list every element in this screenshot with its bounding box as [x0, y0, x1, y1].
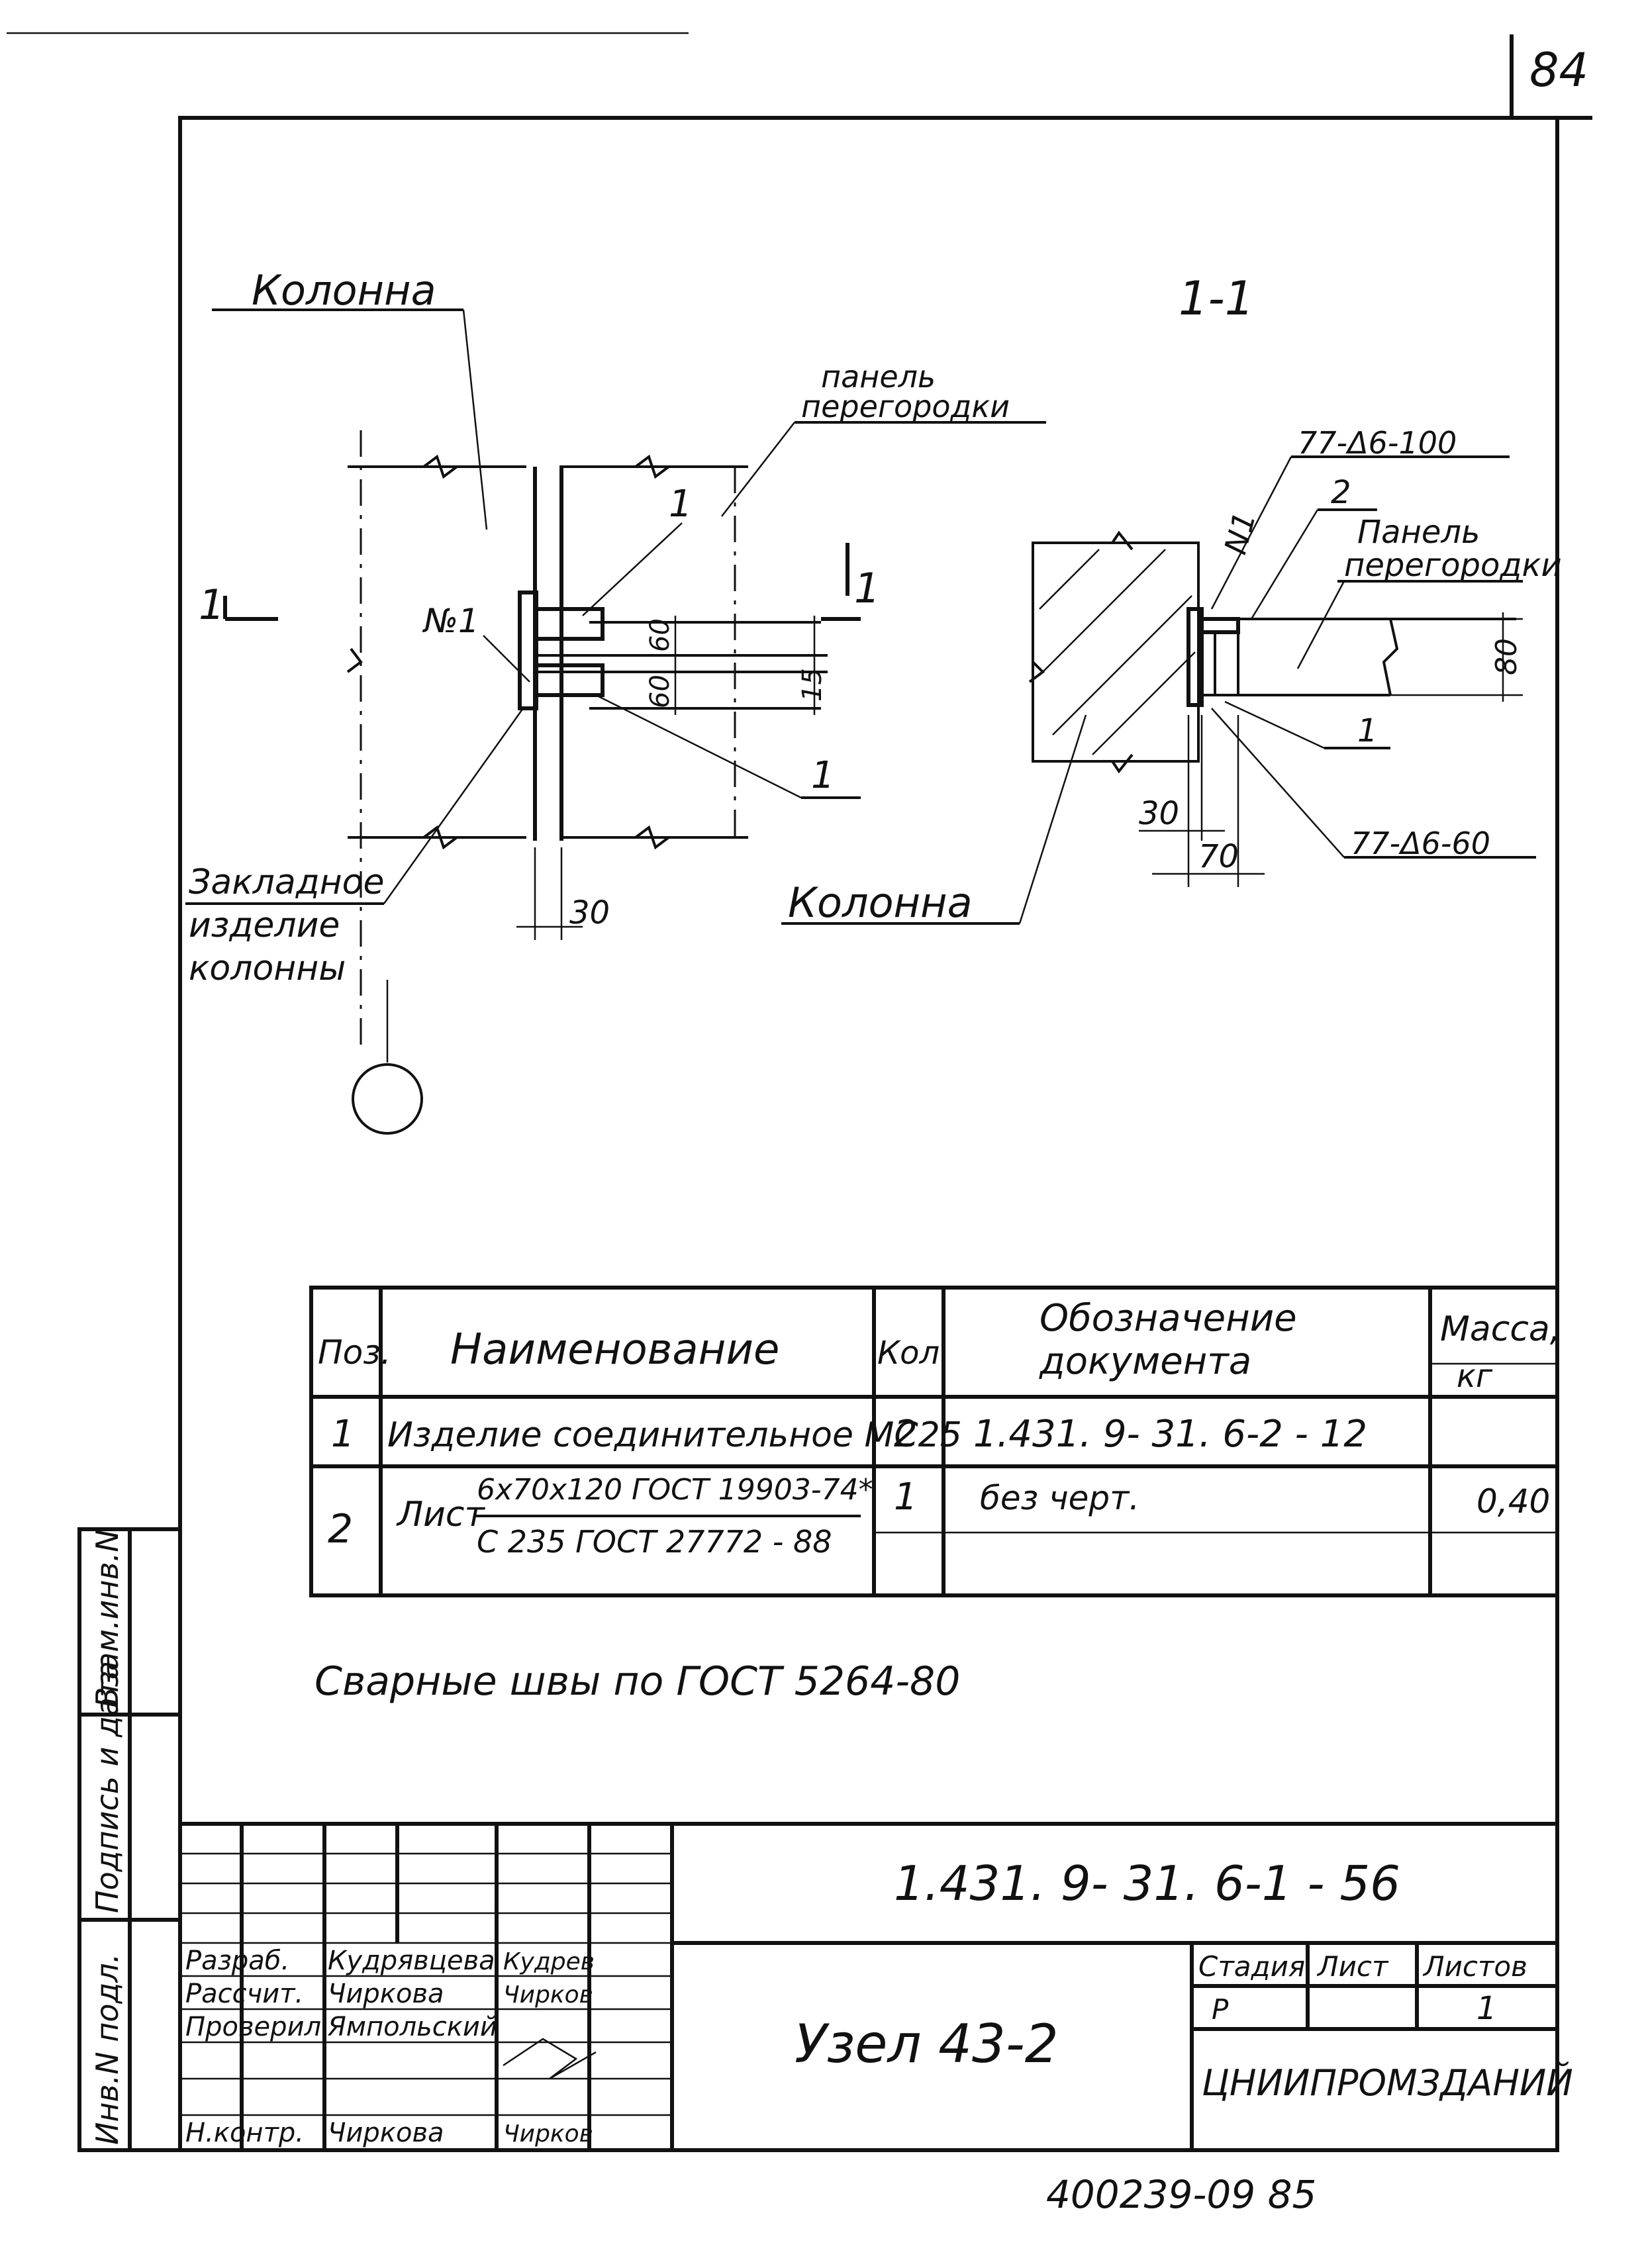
- th-doc-2: документа: [1039, 1340, 1251, 1383]
- row2-name-bottom: С 235 ГОСТ 27772 - 88: [477, 1524, 832, 1560]
- th-mass-2: кг: [1457, 1358, 1493, 1395]
- section-mark-right: 1: [854, 564, 880, 612]
- tb-name-3: Ямпольский: [327, 2012, 497, 2042]
- tb-sheet-header: Лист: [1316, 1950, 1389, 1983]
- row1-pos: 1: [331, 1413, 355, 1456]
- right-section-view: 1-1 80 77-Δ6-100 2 N1 Панель: [781, 271, 1562, 927]
- weld-note: Сварные швы по ГОСТ 5264-80: [314, 1658, 960, 1705]
- tb-name-4: Чиркова: [328, 2118, 444, 2148]
- tb-sheets-value: 1: [1476, 1990, 1497, 2027]
- row2-doc: без черт.: [980, 1479, 1139, 1517]
- right-part-ref-2: 2: [1331, 474, 1351, 511]
- side-stamp: Инв.N подл. Подпись и дата Взам.инв.N: [77, 1527, 182, 2152]
- stamp-inv-no: Инв.N подл.: [89, 1954, 125, 2145]
- left-weld-mark: №1: [422, 602, 479, 640]
- left-panel-label-1: панель: [821, 359, 936, 395]
- reference-circle: [352, 1063, 423, 1135]
- tb-role-3: Проверил: [185, 2012, 321, 2042]
- sheet-frame: [178, 116, 1559, 2152]
- left-dim-60-top: 60: [645, 618, 675, 652]
- row2-name-top: 6х70х120 ГОСТ 19903-74*: [477, 1473, 873, 1507]
- tb-organization: ЦНИИПРОМЗДАНИЙ: [1202, 2062, 1573, 2104]
- tb-sign-4: Чирков: [503, 2120, 593, 2148]
- tb-name-2: Чиркова: [328, 1979, 444, 2009]
- row2-name-prefix: Лист: [396, 1495, 485, 1535]
- tb-stage-header: Стадия: [1198, 1950, 1305, 1983]
- left-dim-60-bottom: 60: [645, 675, 675, 708]
- sheet-number: 84: [1529, 43, 1588, 97]
- left-dim-15: 15: [797, 668, 828, 702]
- stamp-sign-date: Подпись и дата: [89, 1661, 125, 1913]
- tb-sign-1: Кудрев: [503, 1948, 595, 1975]
- specification-table: Поз. Наименование Кол. Обозначение докум…: [309, 1286, 1561, 1597]
- right-weld-top: 77-Δ6-100: [1298, 425, 1457, 461]
- tb-name-1: Кудрявцева: [328, 1946, 495, 1976]
- th-qty: Кол.: [877, 1335, 949, 1372]
- row2-qty: 1: [894, 1476, 918, 1519]
- right-dim-80: 80: [1490, 638, 1523, 675]
- drawing-title: Узел 43-2: [795, 2013, 1059, 2075]
- embedded-label-1: Закладное: [189, 863, 384, 902]
- right-part-ref-1: 1: [1357, 712, 1378, 749]
- document-code: 1.431. 9- 31. 6-1 - 56: [894, 1856, 1400, 1911]
- left-panel-label-2: перегородки: [801, 389, 1010, 424]
- stamp-replaces: Взам.инв.N: [89, 1529, 125, 1708]
- row1-doc: 1.431. 9- 31. 6-2 - 12: [973, 1413, 1367, 1456]
- left-part-ref-top: 1: [669, 483, 693, 526]
- section-mark-left: 1: [199, 581, 224, 629]
- right-dim-70: 70: [1198, 838, 1239, 875]
- right-panel-label-2: перегородки: [1344, 547, 1562, 584]
- tb-role-1: Разраб.: [185, 1946, 289, 1976]
- row1-name: Изделие соединительное МС25: [387, 1415, 962, 1455]
- archive-number: 400239-09 85: [1046, 2172, 1316, 2217]
- row2-mass: 0,40: [1476, 1482, 1550, 1521]
- row2-pos: 2: [328, 1506, 353, 1552]
- embedded-label-2: изделие: [189, 906, 340, 945]
- right-panel-label-1: Панель: [1357, 514, 1480, 551]
- right-column-label: Колонна: [788, 878, 973, 927]
- left-dim-30: 30: [569, 894, 610, 931]
- section-label: 1-1: [1179, 271, 1254, 326]
- signature-mark: [503, 2038, 597, 2080]
- left-section-view: Колонна панель перегородки: [185, 266, 1046, 1135]
- title-block: Разраб. Кудрявцева Кудрев Рассчит. Чирко…: [180, 1822, 1573, 2150]
- th-mass-1: Масса,: [1440, 1309, 1561, 1349]
- tb-sign-2: Чирков: [503, 1981, 593, 2008]
- left-part-ref-bottom: 1: [811, 754, 835, 797]
- tb-sheets-header: Листов: [1422, 1950, 1527, 1983]
- row1-qty: 2: [894, 1413, 918, 1456]
- left-column-label: Колонна: [252, 266, 436, 314]
- right-dim-30: 30: [1139, 795, 1179, 832]
- tb-role-2: Рассчит.: [185, 1979, 303, 2009]
- tb-stage-value: Р: [1212, 1993, 1229, 2026]
- right-weld-bottom: 77-Δ6-60: [1351, 826, 1490, 861]
- th-doc-1: Обозначение: [1040, 1297, 1297, 1340]
- th-name: Наименование: [450, 1325, 779, 1374]
- embedded-label-3: колонны: [189, 949, 346, 988]
- tb-role-4: Н.контр.: [185, 2118, 304, 2148]
- th-pos: Поз.: [318, 1333, 391, 1372]
- right-weld-no: N1: [1217, 508, 1263, 557]
